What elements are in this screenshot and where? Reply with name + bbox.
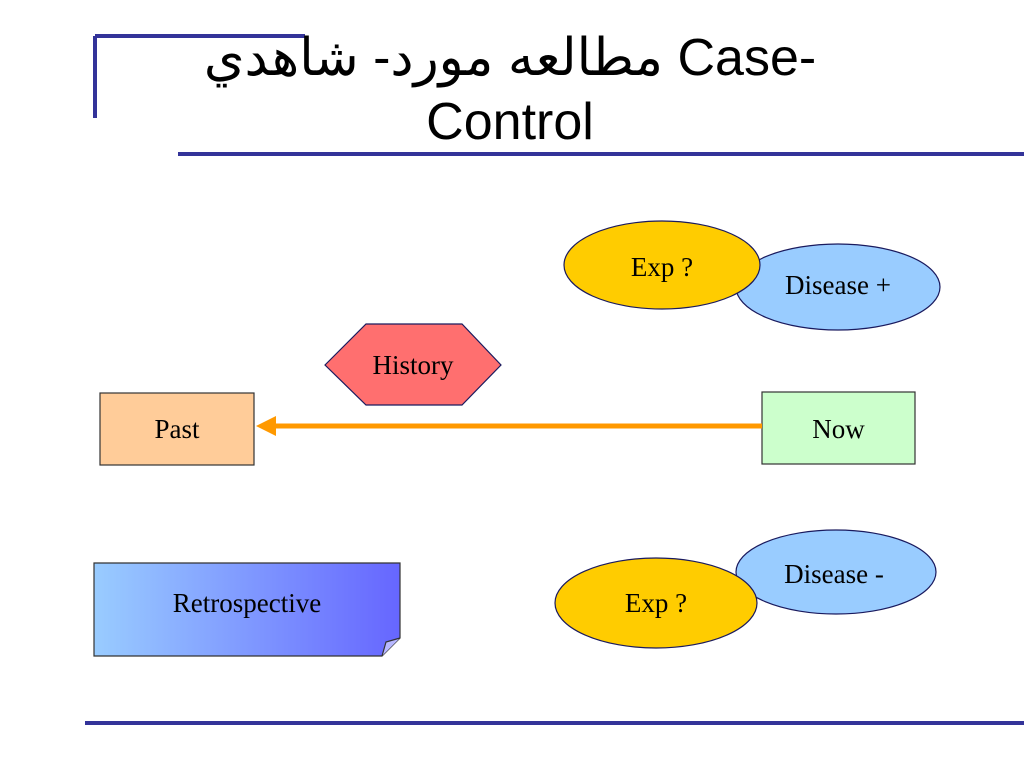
exp-top-ellipse xyxy=(563,220,761,310)
slide-title: مطالعه مورد- شاهدي Case- Control xyxy=(150,26,870,154)
title-line-2: Control xyxy=(426,93,594,151)
title-arabic-text: مطالعه مورد- شاهدي xyxy=(203,29,664,87)
retrospective-note-fold xyxy=(381,637,401,657)
past-label: Past xyxy=(154,414,200,444)
disease-negative-ellipse xyxy=(735,529,937,615)
history-hexagon xyxy=(324,323,502,406)
exp-bottom-ellipse xyxy=(554,557,758,649)
now-to-past-arrowhead xyxy=(256,416,276,436)
exp-bottom-label: Exp ? xyxy=(624,588,688,618)
exp-top-label: Exp ? xyxy=(630,252,694,282)
title-latin-text: Case- xyxy=(677,29,817,87)
now-label: Now xyxy=(812,414,865,444)
retrospective-label: Retrospective xyxy=(172,588,322,618)
past-box xyxy=(99,392,255,466)
title-line-1: مطالعه مورد- شاهدي Case- xyxy=(150,26,870,90)
disease-positive-label: Disease + xyxy=(785,270,891,300)
history-label: History xyxy=(372,350,454,380)
disease-negative-label: Disease - xyxy=(784,559,884,589)
